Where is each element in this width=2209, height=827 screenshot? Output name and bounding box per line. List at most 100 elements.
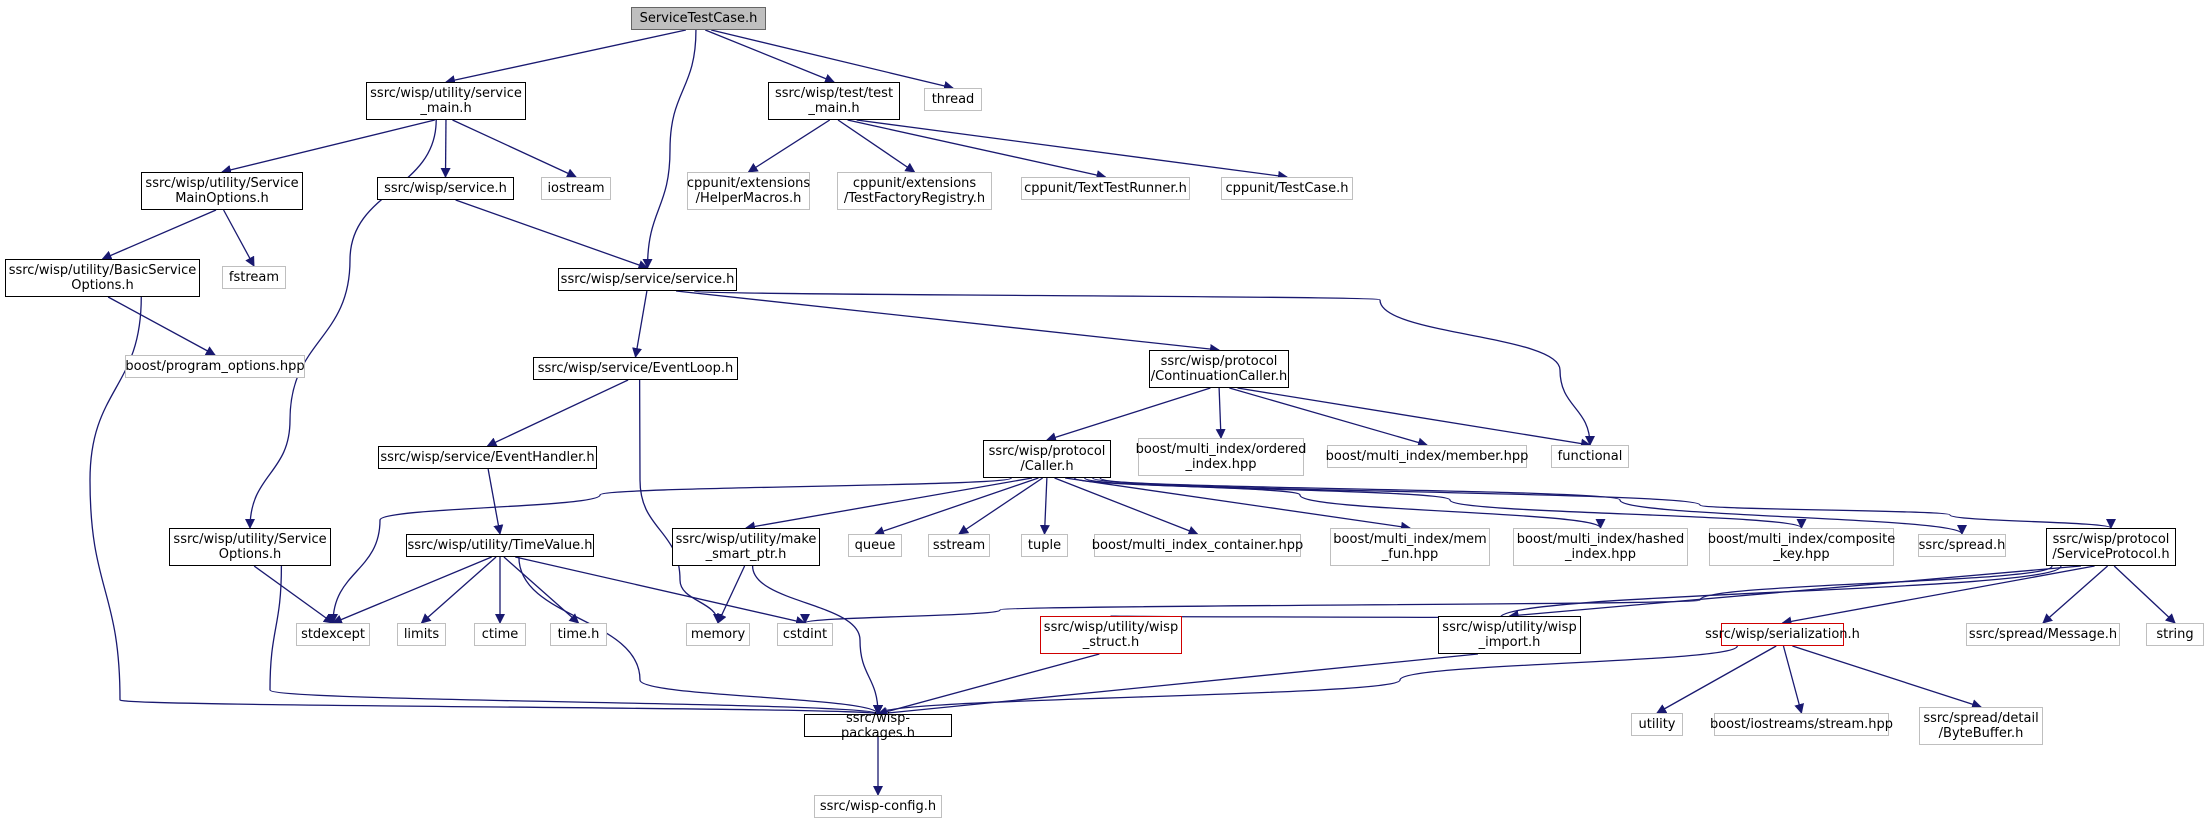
node-functional[interactable]: functional bbox=[1551, 445, 1629, 468]
edge-basicserviceoptions-to-program-options bbox=[107, 296, 216, 356]
node-wisp-packages[interactable]: ssrc/wisp-packages.h bbox=[804, 711, 952, 741]
edge-caller-to-spread-h bbox=[1092, 477, 1967, 535]
edge-timevalue-to-wisp-packages bbox=[518, 556, 883, 715]
edge-serviceprotocol-to-serialization bbox=[1781, 565, 2095, 627]
edge-test-main-to-helpermacros bbox=[747, 119, 831, 173]
edge-servicemainoptions-to-fstream bbox=[223, 209, 255, 267]
edge-serviceprotocol-to-wisp-struct bbox=[1109, 565, 2062, 627]
node-composite-key[interactable]: boost/multi_index/composite _key.hpp bbox=[1708, 528, 1895, 566]
edge-servicemainoptions-to-basicserviceoptions bbox=[101, 209, 217, 261]
node-tuple[interactable]: tuple bbox=[1021, 534, 1068, 557]
node-eventhandler[interactable]: ssrc/wisp/service/EventHandler.h bbox=[378, 446, 597, 469]
node-sstream[interactable]: sstream bbox=[928, 534, 990, 557]
edge-timevalue-to-stdexcept bbox=[332, 556, 492, 625]
node-member-hpp[interactable]: boost/multi_index/member.hpp bbox=[1326, 445, 1528, 468]
node-wisp-struct[interactable]: ssrc/wisp/utility/wisp _struct.h bbox=[1040, 616, 1182, 654]
edge-caller-to-stdexcept bbox=[328, 477, 1012, 624]
edge-caller-to-serviceprotocol bbox=[1099, 477, 2116, 529]
node-iostream[interactable]: iostream bbox=[541, 177, 611, 200]
edge-basicserviceoptions-to-wisp-packages bbox=[89, 296, 883, 715]
node-memory[interactable]: memory bbox=[686, 623, 750, 646]
node-serviceprotocol[interactable]: ssrc/wisp/protocol /ServiceProtocol.h bbox=[2046, 528, 2176, 566]
node-queue[interactable]: queue bbox=[848, 534, 902, 557]
edge-continuationcaller-to-functional bbox=[1237, 387, 1591, 449]
edge-servicetestcase-to-test-main bbox=[705, 29, 835, 84]
node-fstream[interactable]: fstream bbox=[222, 266, 286, 289]
edge-servicetestcase-to-service-main bbox=[445, 29, 687, 85]
node-wisp-config[interactable]: ssrc/wisp-config.h bbox=[814, 795, 942, 818]
edge-servicetestcase-to-service-service bbox=[642, 29, 697, 269]
node-helpermacros[interactable]: cppunit/extensions /HelperMacros.h bbox=[687, 172, 810, 210]
node-basicserviceoptions[interactable]: ssrc/wisp/utility/BasicService Options.h bbox=[5, 259, 200, 297]
edge-serviceprotocol-to-wisp-import bbox=[1508, 565, 2081, 621]
node-texttestrunner[interactable]: cppunit/TextTestRunner.h bbox=[1021, 177, 1190, 200]
node-ordered-index[interactable]: boost/multi_index/ordered _index.hpp bbox=[1136, 438, 1306, 476]
edge-eventloop-to-memory bbox=[638, 379, 723, 624]
node-make-smart-ptr[interactable]: ssrc/wisp/utility/make _smart_ptr.h bbox=[672, 528, 820, 566]
edge-service-service-to-functional bbox=[693, 290, 1595, 446]
edge-service-main-to-servicemainoptions bbox=[221, 119, 435, 175]
node-cstdint[interactable]: cstdint bbox=[777, 623, 833, 646]
edge-eventhandler-to-timevalue bbox=[487, 468, 504, 535]
edge-caller-to-queue bbox=[874, 477, 1039, 536]
edge-caller-to-tuple bbox=[1039, 477, 1050, 535]
edge-continuationcaller-to-caller bbox=[1046, 387, 1211, 443]
edge-test-main-to-texttestrunner bbox=[847, 119, 1107, 180]
node-mem-fun[interactable]: boost/multi_index/mem _fun.hpp bbox=[1330, 528, 1490, 566]
node-bytebuffer[interactable]: ssrc/spread/detail /ByteBuffer.h bbox=[1919, 707, 2043, 745]
edge-service-service-to-eventloop bbox=[632, 290, 648, 358]
edge-caller-to-mem-fun bbox=[1065, 477, 1411, 532]
edge-make-smart-ptr-to-wisp-packages bbox=[751, 565, 883, 715]
edge-serialization-to-iostreams-stream bbox=[1782, 645, 1804, 714]
node-utility[interactable]: utility bbox=[1631, 713, 1683, 736]
node-testcase[interactable]: cppunit/TestCase.h bbox=[1221, 177, 1353, 200]
node-serialization[interactable]: ssrc/wisp/serialization.h bbox=[1705, 623, 1860, 646]
edge-serviceprotocol-to-cstdint bbox=[800, 565, 2053, 624]
edge-test-main-to-testfactoryregistry bbox=[837, 119, 916, 173]
node-thread[interactable]: thread bbox=[924, 88, 982, 111]
edge-service-h-to-service-service bbox=[455, 199, 649, 270]
node-eventloop[interactable]: ssrc/wisp/service/EventLoop.h bbox=[533, 357, 738, 380]
node-service-h[interactable]: ssrc/wisp/service.h bbox=[377, 177, 514, 200]
node-wisp-import[interactable]: ssrc/wisp/utility/wisp _import.h bbox=[1438, 616, 1581, 654]
edge-caller-to-multi-index-container bbox=[1054, 477, 1199, 536]
node-spread-h[interactable]: ssrc/spread.h bbox=[1918, 534, 2006, 557]
node-servicetestcase[interactable]: ServiceTestCase.h bbox=[631, 7, 766, 30]
edge-continuationcaller-to-member-hpp bbox=[1229, 387, 1428, 448]
node-serviceoptions[interactable]: ssrc/wisp/utility/Service Options.h bbox=[169, 528, 331, 566]
edge-wisp-struct-to-wisp-packages bbox=[877, 653, 1100, 717]
node-time-h[interactable]: time.h bbox=[550, 623, 607, 646]
node-iostreams-stream[interactable]: boost/iostreams/stream.hpp bbox=[1710, 713, 1893, 736]
node-test-main[interactable]: ssrc/wisp/test/test _main.h bbox=[768, 82, 900, 120]
edge-serviceprotocol-to-string bbox=[2113, 565, 2176, 624]
edge-serialization-to-bytebuffer bbox=[1792, 645, 1982, 709]
node-limits[interactable]: limits bbox=[397, 623, 446, 646]
node-testfactoryregistry[interactable]: cppunit/extensions /TestFactoryRegistry.… bbox=[837, 172, 992, 210]
node-timevalue[interactable]: ssrc/wisp/utility/TimeValue.h bbox=[406, 534, 594, 557]
edge-test-main-to-testcase bbox=[856, 119, 1288, 181]
edge-servicetestcase-to-thread bbox=[711, 29, 954, 91]
edge-serviceprotocol-to-message bbox=[2042, 565, 2109, 624]
edge-serialization-to-utility bbox=[1656, 645, 1777, 714]
edge-make-smart-ptr-to-memory bbox=[717, 565, 746, 624]
node-hashed-index[interactable]: boost/multi_index/hashed _index.hpp bbox=[1513, 528, 1688, 566]
node-continuationcaller[interactable]: ssrc/wisp/protocol /ContinuationCaller.h bbox=[1149, 350, 1289, 388]
node-program-options[interactable]: boost/program_options.hpp bbox=[125, 355, 305, 378]
edge-service-service-to-continuationcaller bbox=[676, 290, 1220, 354]
node-ctime[interactable]: ctime bbox=[474, 623, 526, 646]
edge-service-main-to-iostream bbox=[452, 119, 577, 178]
node-string[interactable]: string bbox=[2146, 623, 2204, 646]
node-message[interactable]: ssrc/spread/Message.h bbox=[1966, 623, 2120, 646]
edge-continuationcaller-to-ordered-index bbox=[1215, 387, 1226, 439]
node-caller[interactable]: ssrc/wisp/protocol /Caller.h bbox=[983, 440, 1111, 478]
node-service-service[interactable]: ssrc/wisp/service/service.h bbox=[558, 268, 737, 291]
node-multi-index-container[interactable]: boost/multi_index_container.hpp bbox=[1092, 534, 1303, 557]
node-stdexcept[interactable]: stdexcept bbox=[296, 623, 370, 646]
edge-serviceoptions-to-stdexcept bbox=[253, 565, 334, 624]
dependency-edges bbox=[89, 29, 2176, 796]
edge-caller-to-sstream bbox=[958, 477, 1043, 535]
edge-timevalue-to-limits bbox=[420, 556, 497, 624]
node-servicemainoptions[interactable]: ssrc/wisp/utility/Service MainOptions.h bbox=[141, 172, 303, 210]
node-service-main[interactable]: ssrc/wisp/utility/service _main.h bbox=[366, 82, 526, 120]
